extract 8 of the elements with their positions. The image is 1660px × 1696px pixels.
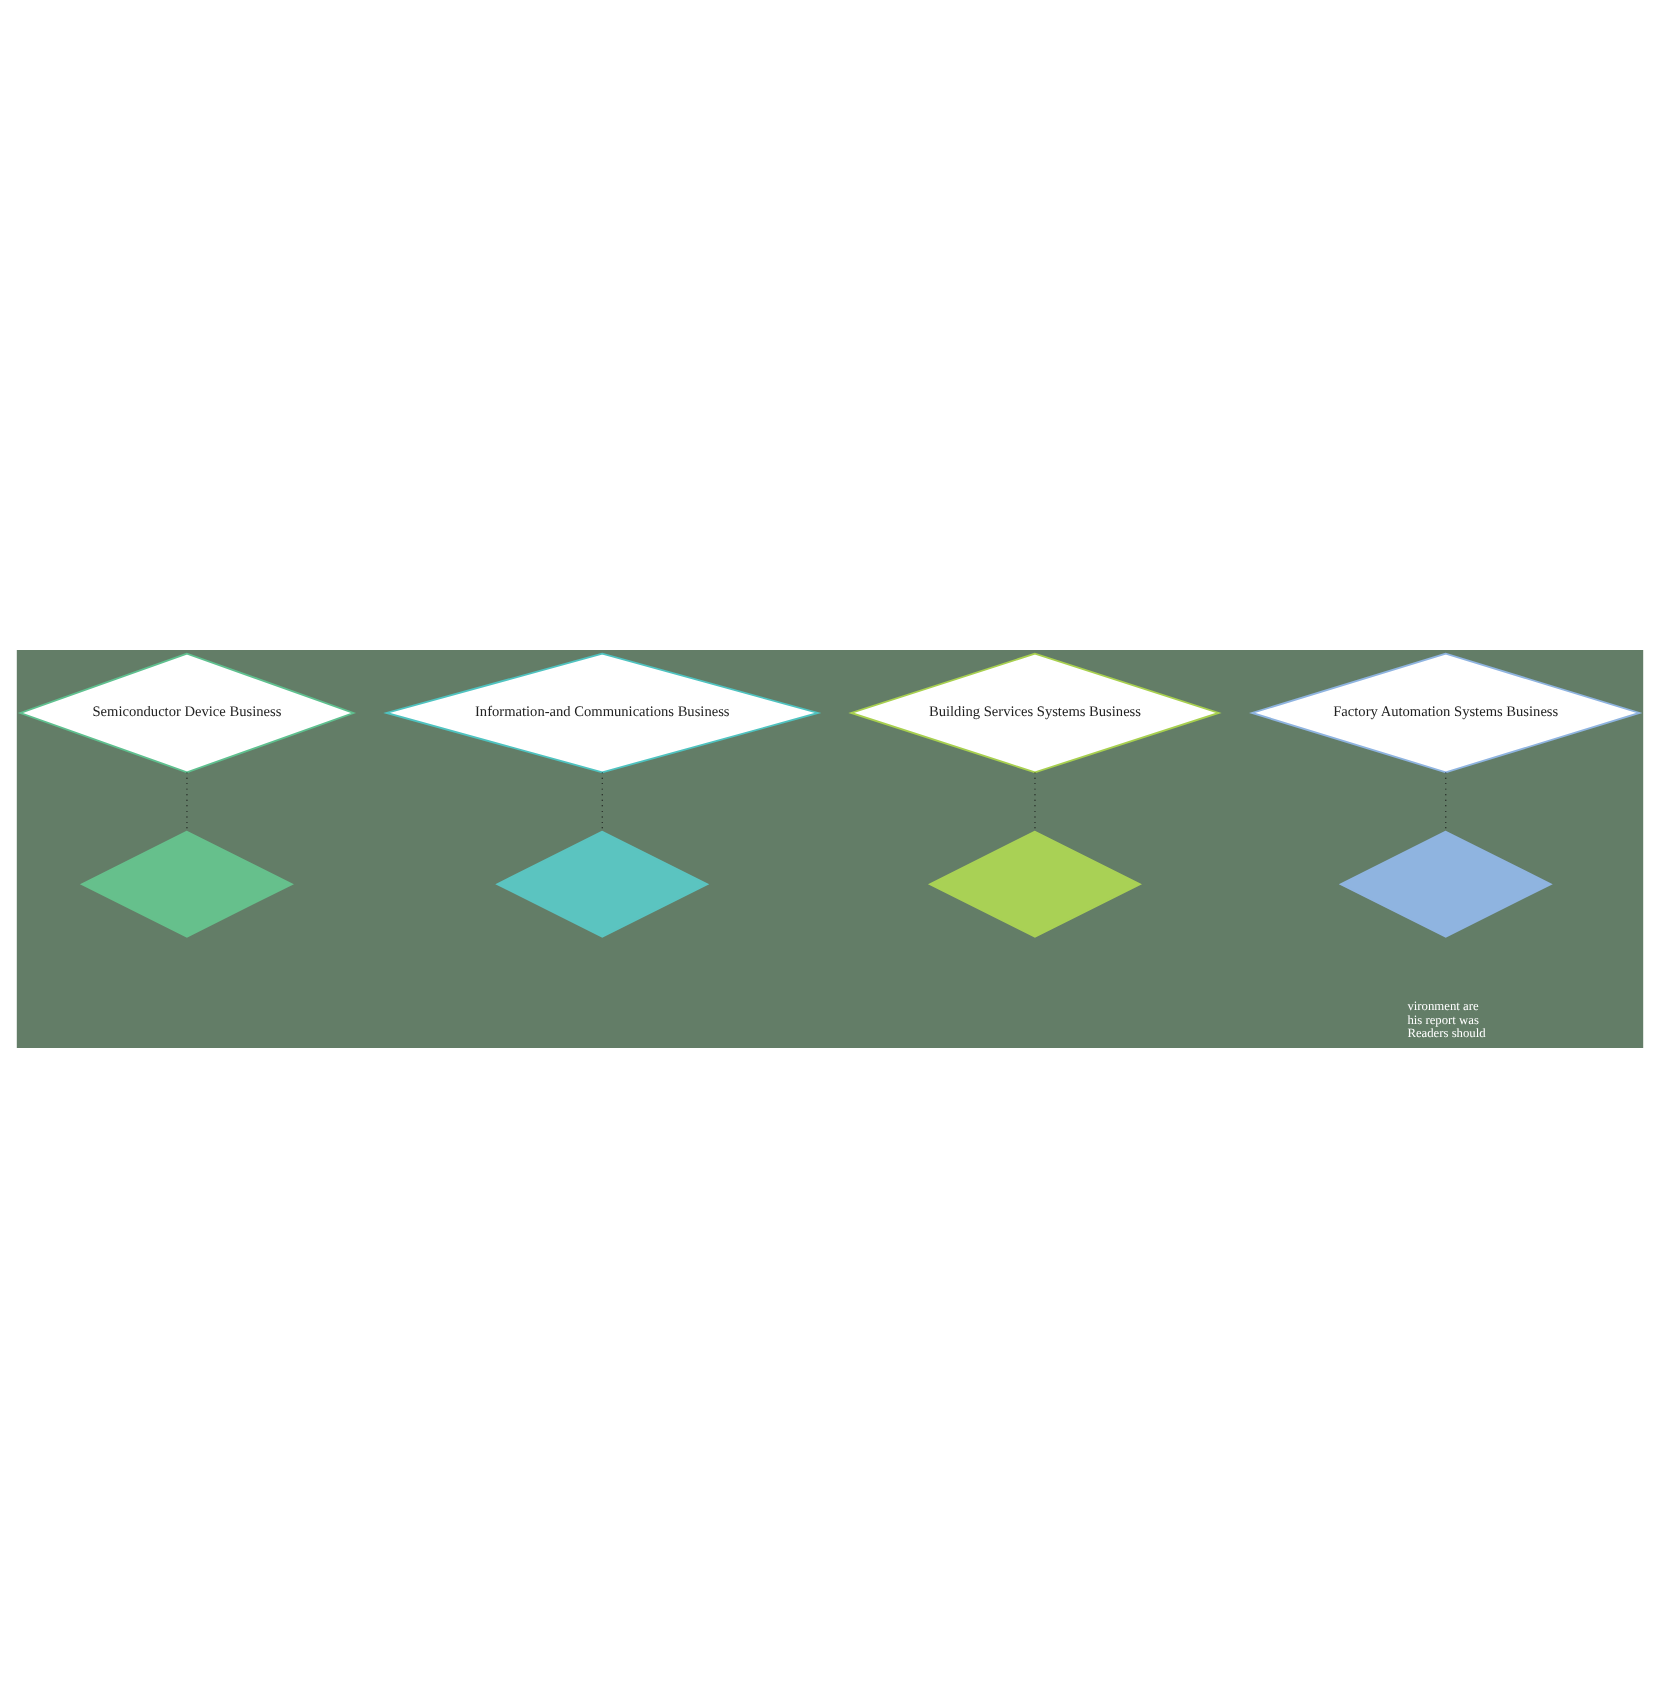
node-diamond: Factory Automation Systems Business [1249, 651, 1643, 773]
node-diamond [1338, 829, 1553, 937]
node-diamond [927, 829, 1142, 937]
node-diamond [79, 829, 294, 937]
node-diamond: Building Services Systems Business [848, 651, 1222, 773]
node-diamond: Information-and Communications Business [383, 651, 822, 773]
node-diamond: Semiconductor Device Business [17, 651, 357, 773]
node-diamond [495, 829, 710, 937]
